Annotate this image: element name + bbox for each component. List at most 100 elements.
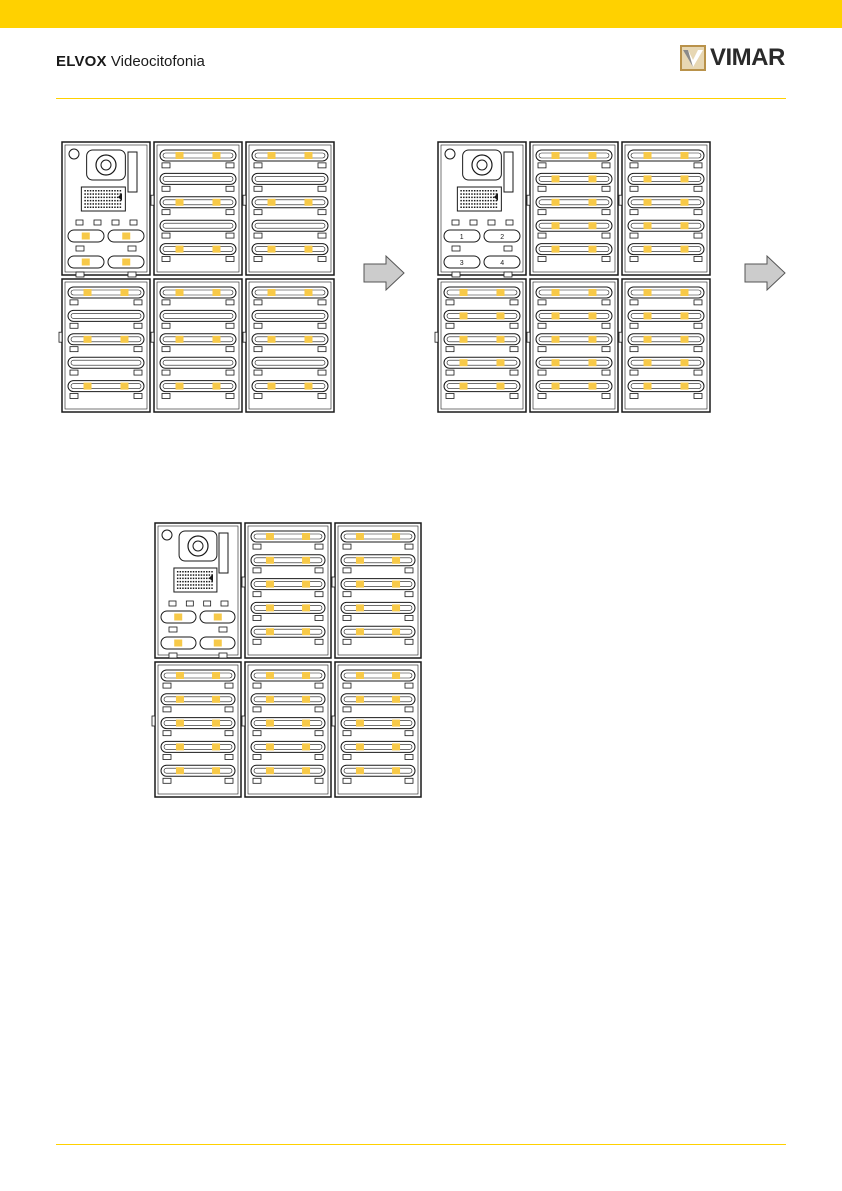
name-slot [253,568,261,573]
name-slot [253,731,261,736]
name-slot [254,323,262,328]
led-indicator [356,581,364,588]
button-pill [341,694,415,705]
name-slot [226,393,234,398]
button-label: 2 [500,234,504,241]
name-slot [694,323,702,328]
led-indicator [552,222,560,229]
name-slot [226,210,234,215]
button-pill [252,357,328,368]
led-indicator [356,533,364,540]
led-indicator [268,246,276,253]
name-slot [510,347,518,352]
name-slot [630,163,638,168]
name-slot [70,347,78,352]
led-indicator [304,383,312,390]
panel-step-2: 1234 [435,142,710,412]
side-clip [527,195,530,205]
led-indicator [212,246,220,253]
side-clip [242,577,245,587]
name-slot [630,186,638,191]
name-slot [694,300,702,305]
button-pill [536,197,612,208]
name-slot [694,256,702,261]
led-indicator [120,289,128,296]
led-indicator [266,628,274,635]
button-pill [160,310,236,321]
name-slot [254,256,262,261]
name-slot [630,347,638,352]
led-indicator [552,175,560,182]
led-indicator [392,767,400,774]
button-pill [160,357,236,368]
name-slot [630,256,638,261]
name-slot [225,683,233,688]
led-indicator [212,672,220,679]
led-indicator [644,152,652,159]
led-indicator [120,336,128,343]
button-pill [251,626,325,637]
led-indicator [680,289,688,296]
name-slot [225,707,233,712]
name-slot [538,370,546,375]
led-indicator [302,672,310,679]
side-clip [151,332,154,342]
led-indicator [680,152,688,159]
side-clip [243,195,246,205]
arrow-next-2-icon [745,256,785,290]
button-pill [628,310,704,321]
led-indicator [588,289,596,296]
led-indicator [176,767,184,774]
led-indicator [680,336,688,343]
button-pill [444,334,520,345]
keypad-module [245,523,331,658]
name-slot [343,544,351,549]
name-slot [694,393,702,398]
led-indicator [176,152,184,159]
button-pill [251,602,325,613]
led-indicator [644,289,652,296]
button-pill [251,741,325,752]
name-slot [315,592,323,597]
name-slot [538,300,546,305]
led-indicator [552,289,560,296]
name-slot [253,707,261,712]
name-slot [405,683,413,688]
led-indicator [268,199,276,206]
led-indicator [460,359,468,366]
name-slot [343,707,351,712]
name-slot [134,393,142,398]
button-pill [252,197,328,208]
name-slot [76,220,83,225]
button-pill [536,357,612,368]
name-slot [226,233,234,238]
led-indicator [460,312,468,319]
led-indicator [84,336,92,343]
name-slot [254,300,262,305]
led-indicator [588,383,596,390]
name-slot [315,615,323,620]
led-indicator [644,336,652,343]
name-slot [538,186,546,191]
button-pill [341,579,415,590]
keypad-module [335,662,421,797]
led-indicator [82,259,90,266]
button-pill [252,334,328,345]
led-indicator [680,383,688,390]
name-slot [128,246,136,251]
name-slot [254,186,262,191]
name-slot [602,323,610,328]
led-indicator [176,743,184,750]
panel-step-3 [152,523,421,797]
button-pill [68,287,144,298]
button-label: 4 [500,260,504,267]
name-slot [254,347,262,352]
name-slot [504,246,512,251]
led-indicator [552,199,560,206]
name-slot [162,210,170,215]
led-indicator [212,152,220,159]
led-indicator [176,246,184,253]
keypad-module [335,523,421,658]
name-slot [694,347,702,352]
name-slot [253,754,261,759]
